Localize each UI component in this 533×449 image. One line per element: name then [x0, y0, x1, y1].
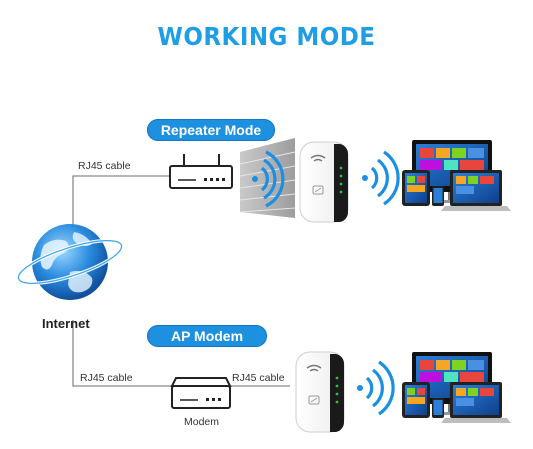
modem-label: Modem: [184, 416, 220, 428]
wifi-signal-icon: [362, 150, 400, 206]
connection-lines: [72, 175, 290, 387]
wifi-signal-icon: [357, 360, 395, 416]
repeater-mode-label: Repeater Mode: [147, 119, 275, 141]
repeater-cable-label: RJ45 cable: [78, 160, 131, 172]
wifi-signal-icon: [252, 150, 285, 208]
page-title: WORKING MODE: [157, 22, 376, 51]
router-icon: [169, 154, 233, 189]
ap-cable-left-label: RJ45 cable: [80, 372, 133, 384]
devices-icon: [402, 352, 511, 423]
ap-cable-right-label: RJ45 cable: [232, 372, 285, 384]
internet-label: Internet: [42, 316, 90, 331]
ap-modem-label: AP Modem: [147, 325, 267, 347]
globe-icon: [16, 224, 124, 300]
devices-icon: [402, 140, 511, 211]
modem-icon: [170, 377, 232, 409]
wifi-extender-icon: [299, 141, 349, 223]
wifi-extender-icon: [295, 351, 345, 433]
